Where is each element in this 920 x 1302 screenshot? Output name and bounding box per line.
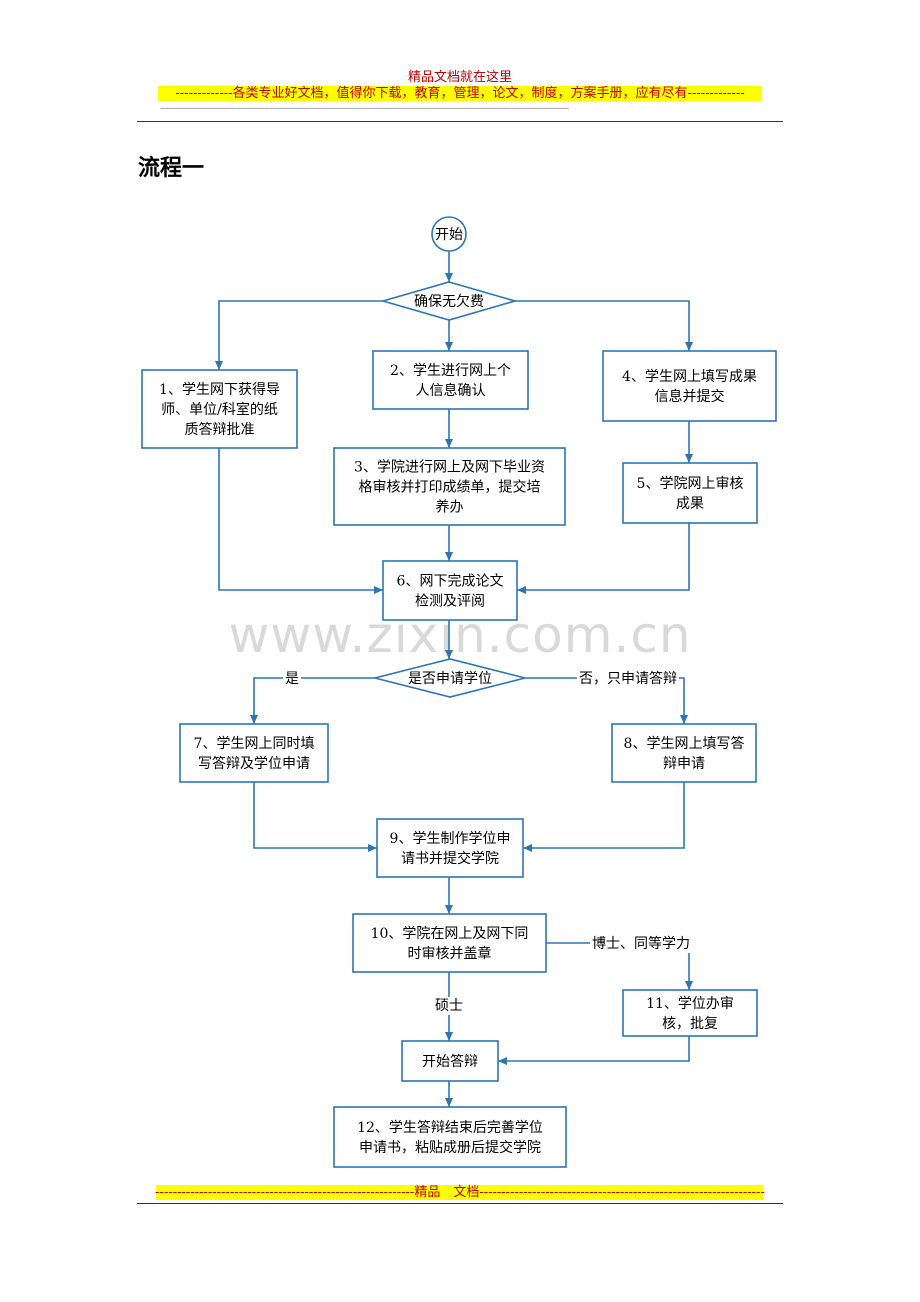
header-title: 精品文档就在这里 — [407, 70, 512, 85]
node-shape-d2 — [374, 658, 526, 698]
edge-n5-to-n6 — [517, 523, 690, 594]
edge-label-n10-to-n_def: 硕士 — [435, 998, 463, 1014]
node-text-n1: 质答辩批准 — [185, 421, 255, 438]
node-shape-n8 — [611, 723, 757, 783]
node-shape-n7 — [179, 723, 329, 783]
node-shape-n10 — [352, 913, 547, 973]
edge-n11-to-n_def — [498, 1036, 690, 1065]
node-text-n8: 8、学生网上填写答 — [624, 735, 745, 752]
node-shape-d1 — [380, 281, 518, 321]
node-shape-n9 — [376, 818, 524, 878]
node-shape-n2 — [372, 350, 529, 410]
node-text-n4: 信息并提交 — [655, 388, 725, 405]
node-text-n6: 检测及评阅 — [415, 594, 485, 610]
node-text-n4: 4、学生网上填写成果 — [622, 369, 757, 385]
node-text-n5: 成果 — [676, 496, 704, 512]
node-text-n7: 写答辩及学位申请 — [198, 755, 310, 772]
node-text-n12: 12、学生答辩结束后完善学位 — [357, 1119, 543, 1136]
edge-d1-to-n4 — [515, 300, 693, 351]
node-shape-n4 — [602, 350, 777, 422]
footer-banner: ----------------------------------------… — [155, 1185, 765, 1200]
node-text-n3: 养办 — [436, 500, 464, 516]
node-start: 开始 — [431, 216, 467, 252]
node-n_def: 开始答辩 — [401, 1040, 499, 1082]
node-text-n1: 1、学生网下获得导 — [159, 381, 280, 398]
page-heading: 流程一 — [138, 155, 205, 181]
footer-banner-highlight — [156, 1185, 763, 1200]
node-text-n2: 2、学生进行网上个 — [390, 363, 511, 379]
node-text-n1: 师、单位/科室的纸 — [161, 401, 278, 418]
node-shape-start — [431, 216, 467, 252]
edge-n7-to-n9 — [253, 782, 377, 852]
edge-label-n10-to-n11: 博士、同等学力 — [592, 935, 690, 952]
node-shape-n12 — [333, 1106, 567, 1168]
node-text-n_def: 开始答辩 — [422, 1053, 478, 1070]
node-text-n9: 9、学生制作学位申 — [390, 831, 511, 847]
node-shape-n5 — [622, 462, 758, 524]
node-d1: 确保无欠费 — [380, 281, 518, 321]
node-text-d1: 确保无欠费 — [414, 294, 484, 310]
node-text-n6: 6、网下完成论文 — [397, 574, 504, 590]
node-text-n8: 辩申请 — [663, 756, 705, 772]
node-text-n5: 5、学院网上审核 — [637, 476, 744, 492]
edge-label-d2-to-n7: 是 — [285, 671, 299, 687]
node-text-n10: 时审核并盖章 — [408, 945, 492, 962]
edge-label-bg — [577, 669, 679, 688]
node-shape-n_def — [401, 1040, 499, 1082]
node-text-n11: 核，批复 — [662, 1015, 718, 1032]
edge-label-d2-to-n8: 否，只申请答辩 — [579, 670, 677, 687]
node-d2: 是否申请学位 — [374, 658, 526, 698]
header-dashes: ----------------------------------------… — [160, 104, 569, 114]
node-shape-n1 — [141, 369, 298, 449]
node-text-n3: 格审核并打印成绩单，提交培 — [359, 479, 541, 496]
node-text-n10: 10、学院在网上及网下同 — [371, 926, 529, 942]
node-text-n11: 11、学位办审 — [646, 996, 734, 1012]
node-shape-n3 — [333, 447, 566, 526]
edge-d2-to-n7 — [250, 677, 375, 724]
edge-label-bg — [590, 934, 692, 953]
edge-label-bg — [283, 670, 301, 688]
edge-d1-to-n1 — [215, 300, 383, 370]
node-text-start: 开始 — [435, 227, 463, 243]
header-banner: -------------各类专业好文档，值得你下载，教育，管理，论文，制度，方… — [175, 86, 745, 101]
header-banner-highlight — [158, 86, 762, 101]
node-text-d2: 是否申请学位 — [408, 671, 492, 687]
node-text-n2: 人信息确认 — [416, 382, 486, 399]
edge-n8-to-n9 — [523, 782, 685, 852]
node-text-n3: 3、学院进行网上及网下毕业资 — [354, 460, 545, 476]
node-shape-n11 — [622, 989, 758, 1037]
node-shape-n6 — [382, 560, 518, 621]
node-text-n7: 7、学生网上同时填 — [194, 736, 315, 752]
node-text-n9: 请书并提交学院 — [401, 850, 499, 867]
node-text-n12: 申请书，粘贴成册后提交学院 — [359, 1139, 541, 1156]
header-rule — [137, 121, 783, 122]
edge-label-bg — [433, 997, 465, 1015]
footer-rule — [137, 1203, 783, 1204]
edge-n1-to-n6 — [218, 448, 383, 594]
